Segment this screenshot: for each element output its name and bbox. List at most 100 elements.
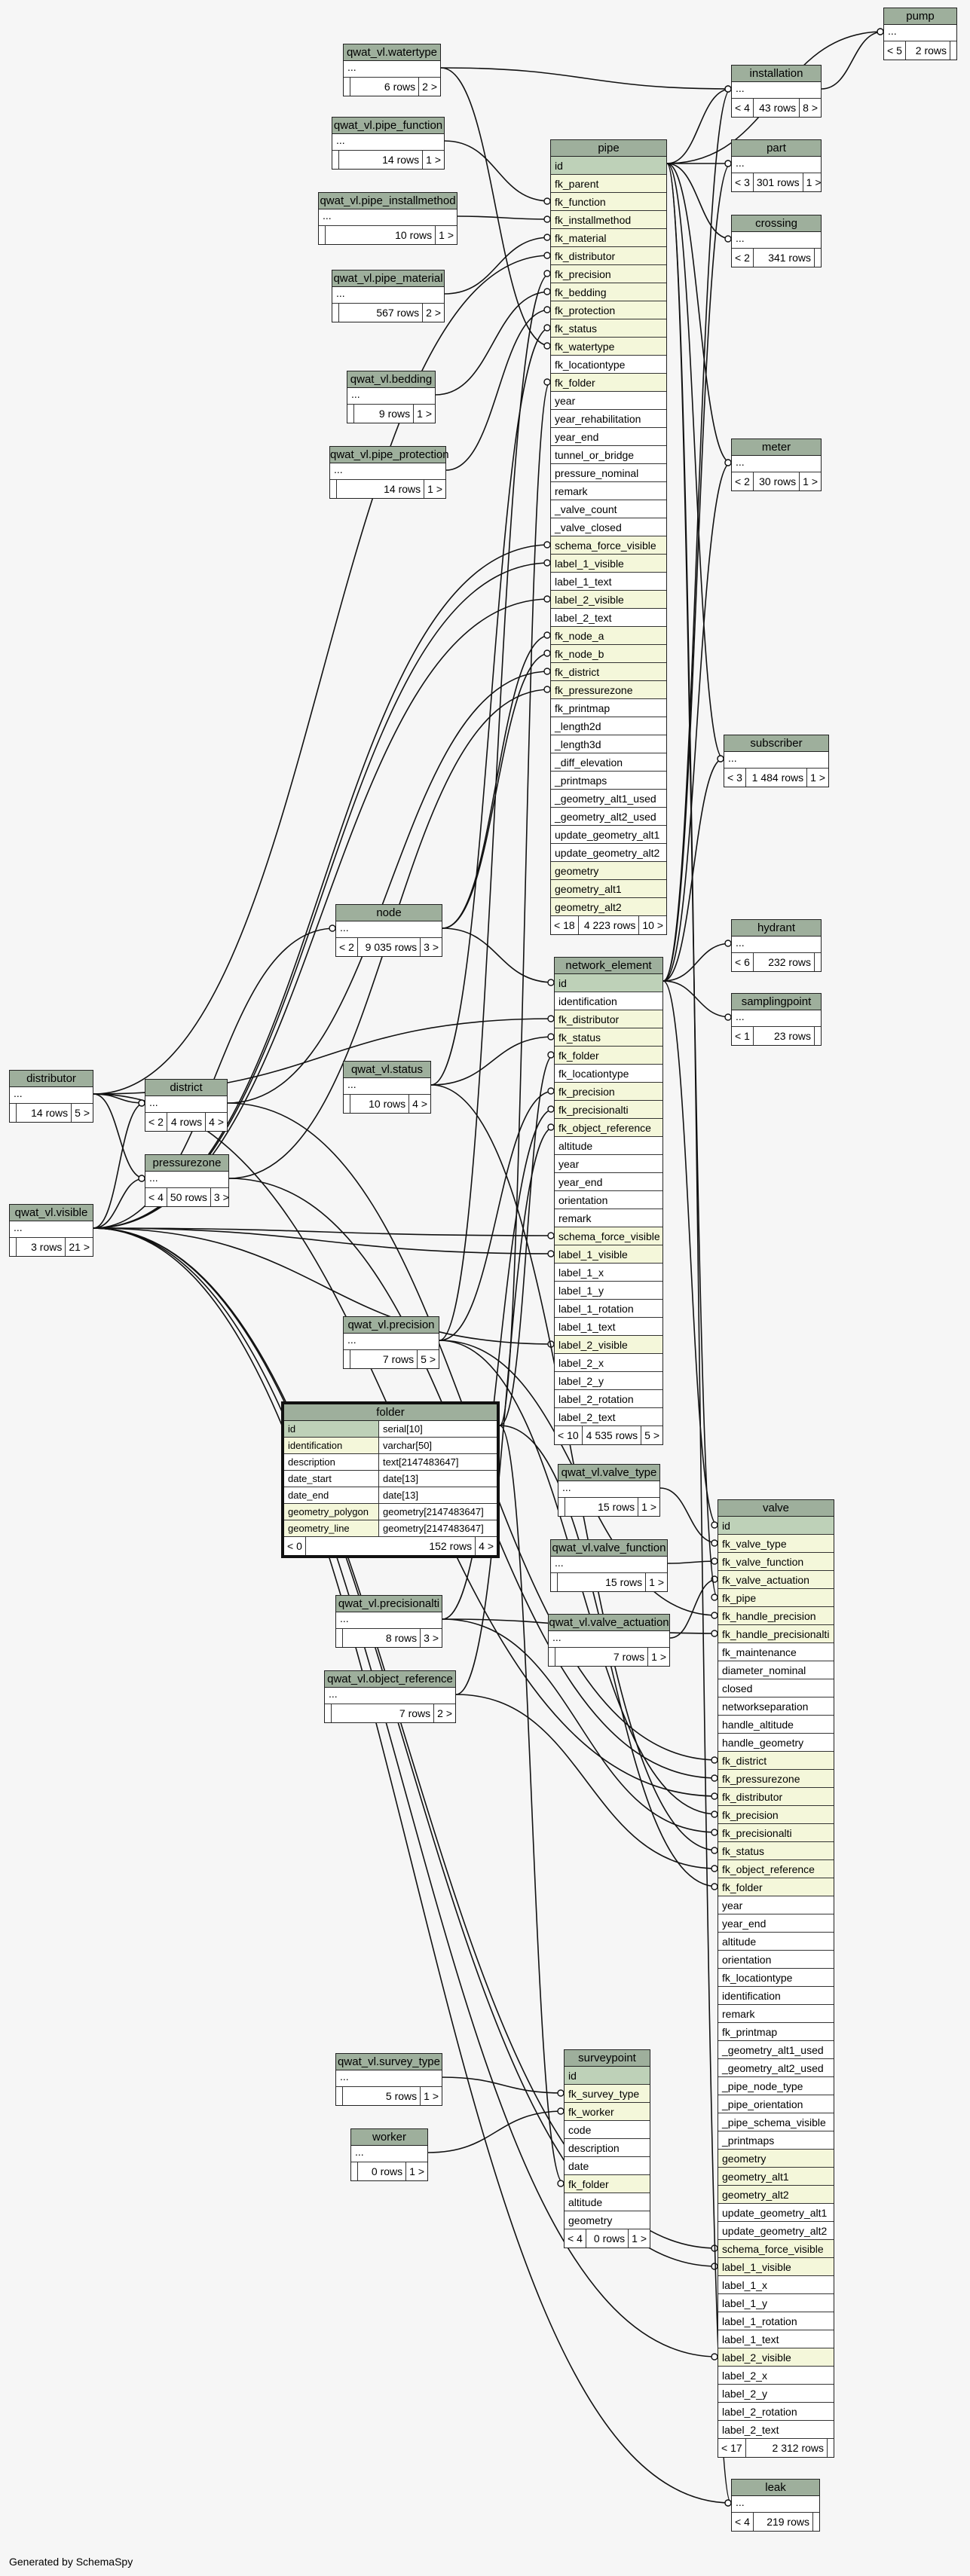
table-header[interactable]: qwat_vl.survey_type — [336, 2054, 442, 2070]
parents-count[interactable]: < 1 — [732, 1027, 754, 1045]
children-count[interactable]: 1 > — [439, 229, 454, 241]
parents-count[interactable]: < 6 — [732, 953, 754, 971]
children-count[interactable]: 4 > — [412, 1098, 427, 1110]
table-header[interactable]: leak — [732, 2480, 819, 2496]
parents-count[interactable]: < 2 — [732, 249, 754, 267]
children-count[interactable]: 1 > — [641, 1501, 656, 1513]
children-count[interactable]: 5 > — [644, 1429, 659, 1441]
children-count[interactable]: 1 > — [417, 408, 432, 420]
children-count[interactable] — [813, 2513, 819, 2531]
parents-count[interactable] — [330, 480, 337, 498]
table-header[interactable]: qwat_vl.valve_actuation — [549, 1615, 669, 1631]
table-header[interactable]: qwat_vl.status — [344, 1062, 430, 1078]
children-count[interactable] — [815, 249, 821, 267]
table-header[interactable]: surveypoint — [565, 2050, 650, 2067]
children-count[interactable]: 1 > — [810, 772, 825, 784]
parents-count[interactable]: < 5 — [884, 41, 906, 60]
table-header[interactable]: distributor — [10, 1071, 93, 1087]
table-header[interactable]: qwat_vl.pipe_material — [332, 270, 444, 287]
parents-count[interactable] — [351, 2162, 358, 2180]
table-header[interactable]: meter — [732, 439, 821, 456]
table-header[interactable]: hydrant — [732, 920, 821, 937]
children-count[interactable] — [828, 2439, 834, 2457]
children-count[interactable]: 1 > — [427, 483, 442, 495]
parents-count[interactable] — [558, 1498, 565, 1516]
children-count[interactable]: 5 > — [75, 1107, 90, 1119]
parents-count[interactable]: < 4 — [732, 2513, 754, 2531]
table-header[interactable]: samplingpoint — [732, 994, 821, 1010]
children-count[interactable]: 2 > — [426, 307, 441, 319]
children-count[interactable] — [950, 41, 956, 60]
parents-count[interactable]: < 0 — [284, 1537, 306, 1555]
table-header[interactable]: network_element — [555, 958, 662, 974]
parents-count[interactable]: < 3 — [724, 769, 746, 787]
table-header[interactable]: qwat_vl.watertype — [344, 44, 440, 61]
parents-count[interactable] — [551, 1573, 558, 1591]
children-count[interactable]: 1 > — [651, 1651, 666, 1663]
parents-count[interactable] — [344, 1095, 350, 1113]
table-header[interactable]: qwat_vl.object_reference — [325, 1671, 455, 1688]
parents-count[interactable]: < 4 — [565, 2229, 586, 2248]
parents-count[interactable]: < 2 — [145, 1113, 167, 1131]
table-header[interactable]: pump — [884, 8, 956, 25]
table-header[interactable]: qwat_vl.valve_function — [551, 1540, 667, 1557]
children-count[interactable]: 2 > — [437, 1707, 452, 1719]
table-header[interactable]: qwat_vl.pipe_function — [332, 118, 444, 134]
children-count[interactable]: 1 > — [409, 2165, 424, 2177]
table-header[interactable]: subscriber — [724, 735, 828, 752]
table-header[interactable]: folder — [284, 1404, 497, 1421]
table-header[interactable]: pressurezone — [145, 1155, 228, 1172]
table-header[interactable]: pipe — [551, 140, 666, 157]
table-header[interactable]: installation — [732, 66, 821, 82]
parents-count[interactable] — [347, 405, 354, 423]
table-header[interactable]: part — [732, 140, 821, 157]
parents-count[interactable] — [332, 151, 339, 169]
parents-count[interactable] — [336, 1629, 343, 1647]
children-count[interactable] — [815, 1027, 821, 1045]
table-header[interactable]: worker — [351, 2129, 427, 2146]
table-header[interactable]: qwat_vl.precisionalti — [336, 1596, 442, 1612]
parents-count[interactable] — [319, 226, 326, 244]
parents-count[interactable]: < 18 — [551, 916, 579, 934]
parents-count[interactable] — [549, 1648, 555, 1666]
parents-count[interactable]: < 10 — [555, 1426, 583, 1444]
parents-count[interactable] — [325, 1704, 332, 1722]
table-header[interactable]: qwat_vl.valve_type — [558, 1465, 659, 1481]
parents-count[interactable]: < 17 — [718, 2439, 746, 2457]
table-header[interactable]: qwat_vl.pipe_protection — [330, 447, 449, 463]
parents-count[interactable]: < 2 — [336, 938, 358, 956]
parents-count[interactable] — [10, 1238, 17, 1256]
children-count[interactable]: 1 > — [426, 154, 441, 166]
children-count[interactable]: 4 > — [479, 1540, 494, 1552]
children-count[interactable]: 2 > — [422, 81, 437, 93]
parents-count[interactable]: < 3 — [732, 173, 754, 191]
parents-count[interactable] — [10, 1104, 17, 1122]
children-count[interactable]: 5 > — [421, 1353, 436, 1365]
parents-count[interactable] — [336, 2087, 343, 2105]
table-header[interactable]: qwat_vl.precision — [344, 1317, 439, 1334]
